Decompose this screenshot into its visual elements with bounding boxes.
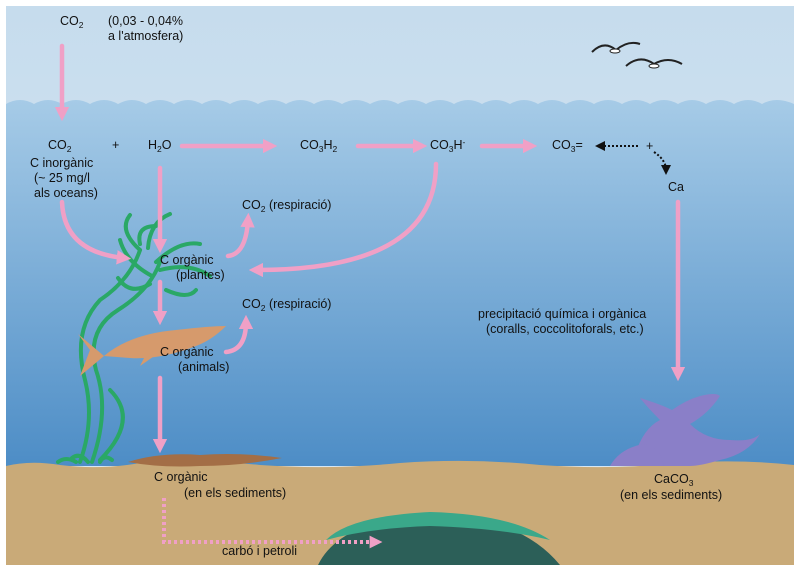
label-caco3-sediments: (en els sediments) — [620, 488, 722, 502]
fish-icon — [78, 326, 226, 376]
coral-icon — [610, 394, 760, 466]
label-in-sediments: (en els sediments) — [184, 486, 286, 500]
arrow-plants-respiration — [225, 212, 255, 259]
ocean-water — [6, 100, 794, 466]
label-caco3: CaCO3 — [654, 472, 694, 488]
label-precipitation-examples: (coralls, coccolitoforals, etc.) — [486, 322, 644, 336]
label-co3: CO3= — [552, 138, 583, 154]
labels: CO2 (0,03 - 0,04% a l'atmosfera) CO2 + H… — [30, 14, 722, 558]
label-co2-respiration-2: CO2 (respiració) — [242, 297, 331, 313]
label-plus: + — [112, 138, 119, 152]
label-c-organic-plants: C orgànic — [160, 253, 214, 267]
label-h2o: H2O — [148, 138, 172, 154]
arrow-inorganic-to-plants — [59, 199, 132, 265]
label-c-organic-animals: C orgànic — [160, 345, 214, 359]
arrow-animals-respiration — [223, 314, 254, 355]
label-ca: Ca — [668, 180, 684, 194]
coal-oil-deposit — [318, 512, 560, 565]
label-plants: (plantes) — [176, 268, 225, 282]
label-precipitation: precipitació química i orgànica — [478, 307, 646, 321]
label-co3h: CO3H- — [430, 137, 466, 154]
arrow-equilibrium-down — [653, 151, 671, 175]
label-co2-atmosphere: CO2 — [60, 14, 84, 30]
label-c-inorganic-oceans: als oceans) — [34, 186, 98, 200]
seagull-icon — [591, 41, 683, 69]
organic-sediment — [128, 454, 282, 467]
flow-arrows — [54, 43, 686, 454]
label-co2-respiration-1: CO2 (respiració) — [242, 198, 331, 214]
label-c-organic-sediments: C orgànic — [154, 470, 208, 484]
arrow-co3h-to-plants — [248, 161, 439, 278]
label-atmosphere: a l'atmosfera) — [108, 29, 183, 43]
label-coal-oil: carbó i petroli — [222, 544, 297, 558]
label-animals: (animals) — [178, 360, 229, 374]
sediment-layer — [6, 460, 794, 565]
label-c-inorganic-amount: (~ 25 mg/l — [34, 171, 90, 185]
label-co2-ocean: CO2 — [48, 138, 72, 154]
label-plus-2: + — [646, 139, 653, 153]
label-co3h2: CO3H2 — [300, 138, 338, 154]
label-c-inorganic: C inorgànic — [30, 156, 93, 170]
seaweed-icon — [56, 212, 212, 464]
arrow-sediment-to-coal-oil — [162, 498, 383, 549]
label-atmosphere-percent: (0,03 - 0,04% — [108, 14, 183, 28]
